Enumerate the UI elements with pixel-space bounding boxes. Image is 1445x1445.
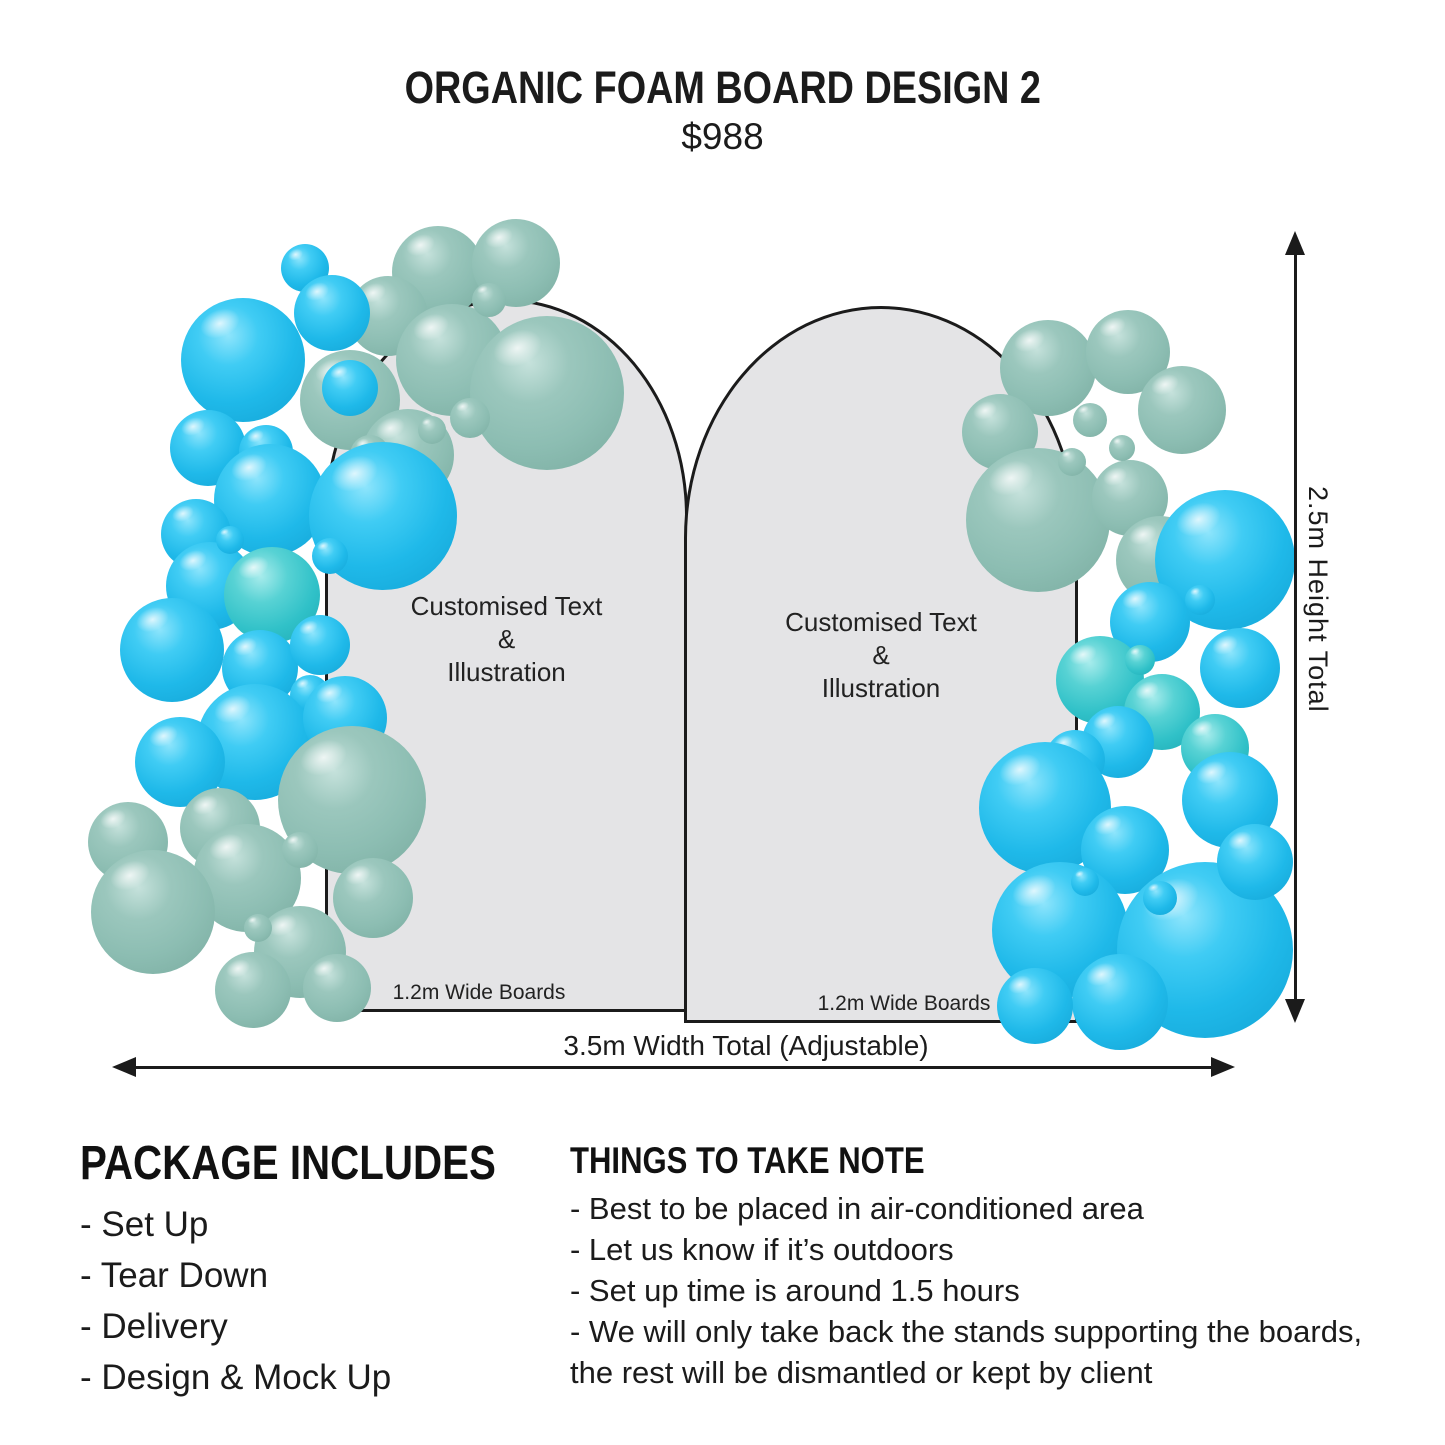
- note-line: - We will only take back the stands supp…: [570, 1314, 1363, 1349]
- package-includes-list: - Set Up - Tear Down - Delivery - Design & …: [80, 1199, 575, 1403]
- width-arrow-left-head-icon: [112, 1057, 136, 1077]
- balloon: [333, 858, 413, 938]
- balloon: [244, 914, 272, 942]
- balloon: [91, 850, 215, 974]
- package-item: - Set Up: [80, 1205, 209, 1244]
- balloon: [472, 283, 506, 317]
- balloon: [1185, 585, 1215, 615]
- balloon: [282, 832, 318, 868]
- height-total-label: 2.5m Height Total: [1303, 486, 1333, 713]
- balloon: [216, 526, 244, 554]
- height-arrow-top-head-icon: [1285, 231, 1305, 255]
- balloon: [322, 360, 378, 416]
- balloon: [303, 954, 371, 1022]
- board-right-width-label: 1.2m Wide Boards: [817, 992, 991, 1015]
- board-line: &: [872, 640, 890, 670]
- balloon: [1217, 824, 1293, 900]
- height-arrow-bottom-head-icon: [1285, 999, 1305, 1023]
- board-left-width-label: 1.2m Wide Boards: [392, 981, 566, 1004]
- balloon: [294, 275, 370, 351]
- note-line: - Let us know if it’s outdoors: [570, 1232, 954, 1267]
- balloon: [470, 316, 624, 470]
- board-line: Customised Text: [785, 607, 977, 637]
- package-item: - Tear Down: [80, 1256, 269, 1295]
- price-label: $988: [681, 116, 764, 157]
- package-item: - Delivery: [80, 1307, 228, 1346]
- balloon: [450, 398, 490, 438]
- balloon: [997, 968, 1073, 1044]
- board-right-placeholder-text: Customised Text & Illustration: [684, 606, 1078, 705]
- balloon: [181, 298, 305, 422]
- package-includes-heading: PACKAGE INCLUDES: [80, 1137, 496, 1190]
- balloon: [966, 448, 1110, 592]
- balloon: [1073, 403, 1107, 437]
- note-line: - Set up time is around 1.5 hours: [570, 1273, 1020, 1308]
- balloon: [290, 615, 350, 675]
- balloon: [1125, 645, 1155, 675]
- things-to-take-note-list: - Best to be placed in air-conditioned a…: [570, 1188, 1362, 1393]
- balloon: [120, 598, 224, 702]
- balloon: [1138, 366, 1226, 454]
- board-line: &: [497, 624, 516, 654]
- balloon: [1200, 628, 1280, 708]
- width-arrow-line: [130, 1066, 1215, 1069]
- board-left-placeholder-text: Customised Text & Illustration: [325, 590, 688, 689]
- balloon: [215, 952, 291, 1028]
- board-line: Illustration: [821, 673, 941, 703]
- balloon: [1058, 448, 1086, 476]
- note-line: - Best to be placed in air-conditioned a…: [570, 1191, 1144, 1226]
- things-to-take-note-heading: THINGS TO TAKE NOTE: [570, 1140, 925, 1181]
- package-item: - Design & Mock Up: [80, 1358, 392, 1397]
- things-to-take-note-section: THINGS TO TAKE NOTE - Best to be placed …: [570, 1140, 1362, 1393]
- width-arrow-right-head-icon: [1211, 1057, 1235, 1077]
- balloon: [1143, 881, 1177, 915]
- header: ORGANIC FOAM BOARD DESIGN 2: [0, 62, 1445, 114]
- balloon: [312, 538, 348, 574]
- balloon: [418, 416, 446, 444]
- balloon: [1072, 954, 1168, 1050]
- note-line: the rest will be dismantled or kept by c…: [570, 1355, 1153, 1390]
- balloon: [1109, 435, 1135, 461]
- board-line: Illustration: [447, 657, 566, 687]
- height-arrow-line: [1294, 252, 1297, 1002]
- width-total-label: 3.5m Width Total (Adjustable): [563, 1030, 929, 1061]
- board-line: Customised Text: [410, 591, 603, 621]
- balloon: [1071, 868, 1099, 896]
- package-includes-section: PACKAGE INCLUDES - Set Up - Tear Down - De…: [80, 1136, 575, 1403]
- page-title: ORGANIC FOAM BOARD DESIGN 2: [404, 62, 1041, 113]
